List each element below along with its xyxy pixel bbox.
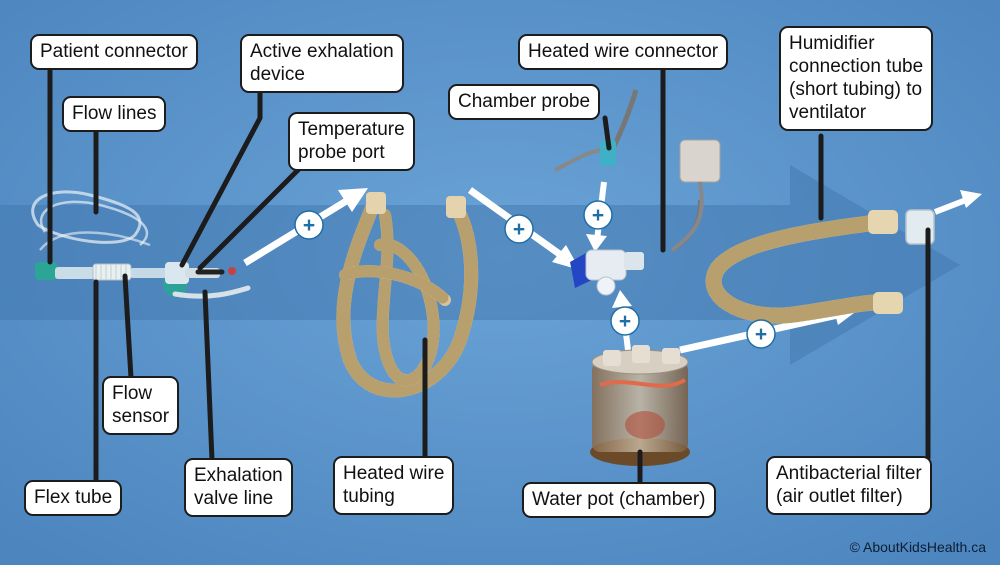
svg-text:+: + <box>513 218 525 241</box>
flow-direction-band <box>0 165 960 365</box>
chamber-probe-image <box>554 89 721 252</box>
svg-text:+: + <box>303 214 315 237</box>
flex-tube-label: Flex tube <box>24 480 123 516</box>
water-pot-label: Water pot (chamber) <box>522 482 716 518</box>
plus-marker: + <box>504 214 534 244</box>
flow-lines-label: Flow lines <box>62 96 167 132</box>
active-exhalation-device-label: Active exhalation device <box>240 34 404 93</box>
heated-wire-connector-label: Heated wire connector <box>518 34 729 70</box>
leader-lines <box>47 59 931 487</box>
svg-text:+: + <box>755 323 767 346</box>
water-pot-image <box>590 345 690 466</box>
copyright-notice: © AboutKidsHealth.ca <box>849 539 986 555</box>
temperature-probe-port-label: Temperature probe port <box>288 112 415 171</box>
patient-connector-assembly <box>31 190 251 299</box>
flow-sensor-label: Flow sensor <box>102 376 180 435</box>
connection-plus-markers: + + + + + <box>294 200 776 349</box>
antibacterial-filter-label: Antibacterial filter (air outlet filter) <box>766 456 932 515</box>
heated-wire-tubing-label: Heated wire tubing <box>333 456 455 515</box>
plus-marker: + <box>294 210 324 240</box>
plus-marker: + <box>746 319 776 349</box>
plus-marker: + <box>610 306 640 336</box>
plus-marker: + <box>583 200 613 230</box>
chamber-probe-label: Chamber probe <box>448 84 601 120</box>
svg-text:+: + <box>592 204 604 227</box>
svg-text:+: + <box>619 310 631 333</box>
exhalation-valve-line-label: Exhalation valve line <box>184 458 293 517</box>
heated-wire-tubing-image <box>336 192 479 398</box>
patient-connector-piece <box>35 262 57 280</box>
chamber-connector <box>570 249 644 296</box>
humidifier-connection-tube-label: Humidifier connection tube (short tubing… <box>779 26 934 131</box>
patient-connector-label: Patient connector <box>30 34 198 70</box>
